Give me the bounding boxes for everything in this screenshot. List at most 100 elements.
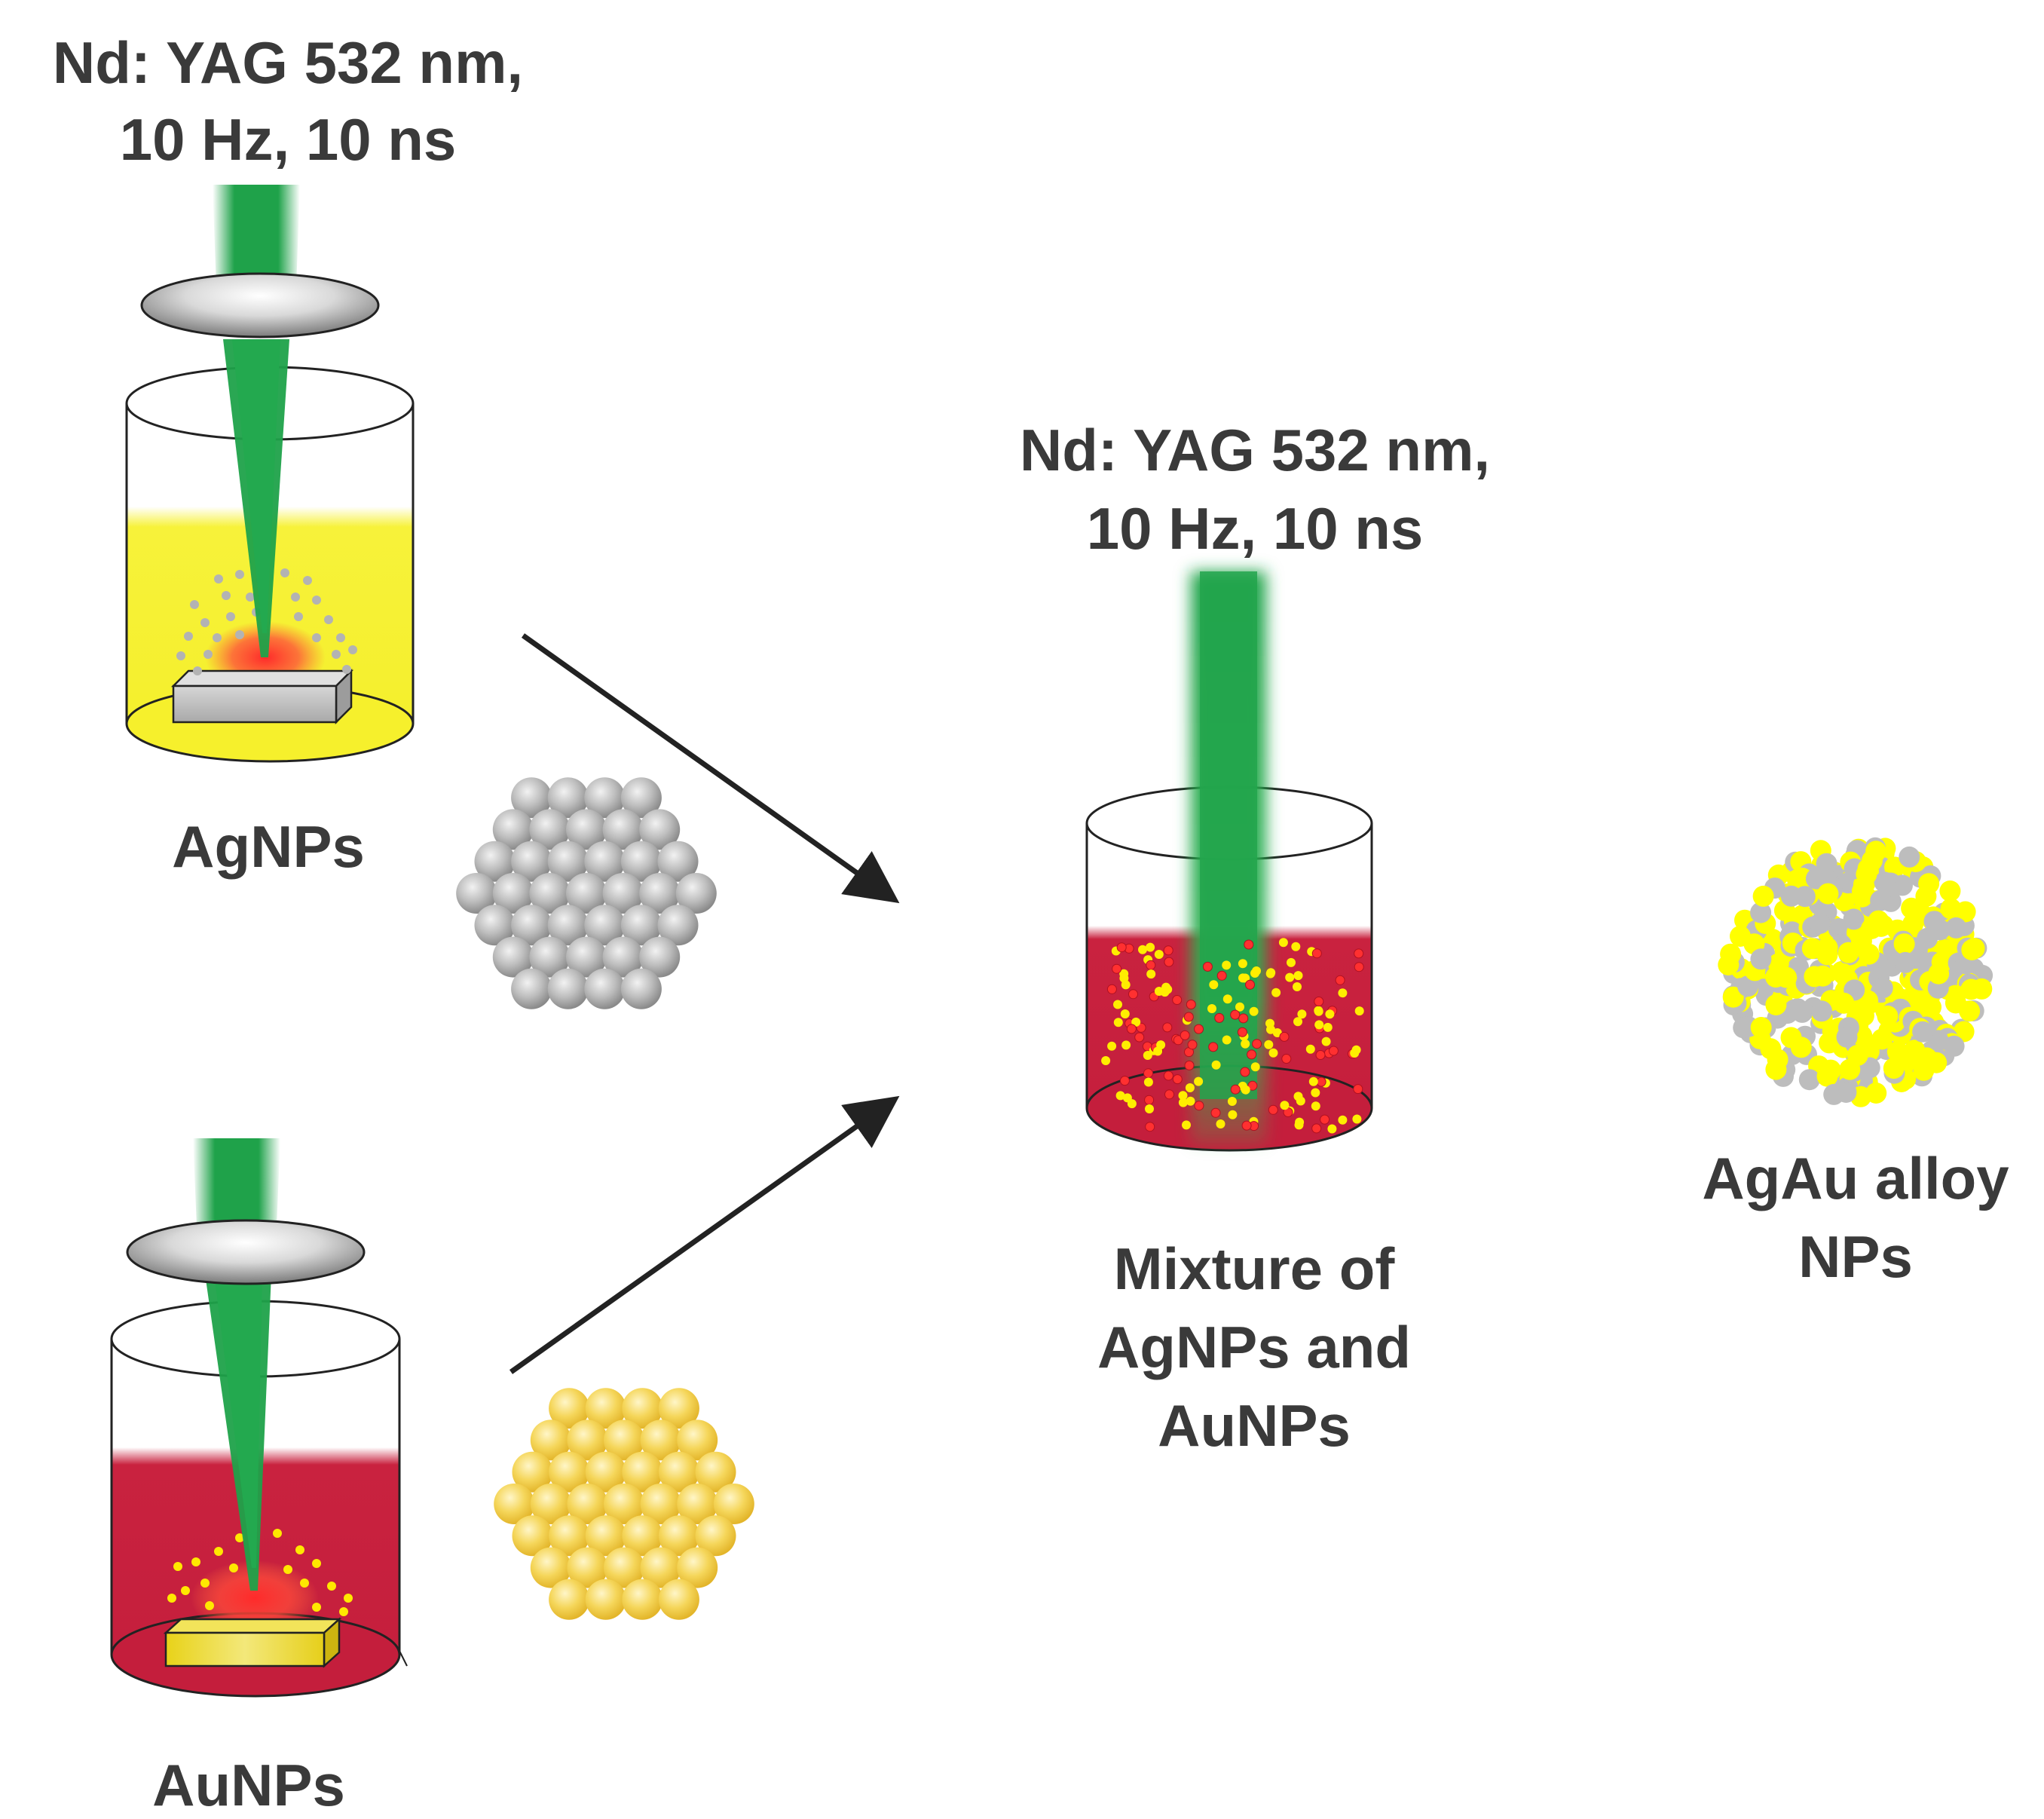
- mixture-au-particle: [1249, 1006, 1259, 1016]
- alloy-silver-atom: [1750, 902, 1772, 923]
- mixture-au-particle: [1327, 1124, 1337, 1134]
- silver-nanoparticle: [584, 905, 626, 946]
- silver-nanoparticle: [566, 873, 607, 914]
- mixture-au-particle: [1305, 1044, 1315, 1054]
- silver-nanoparticle: [492, 873, 534, 914]
- gold-nanoparticle: [585, 1451, 626, 1493]
- mixture-ag-particle: [1164, 957, 1174, 967]
- alloy-silver-atom: [1927, 1030, 1949, 1052]
- alloy-silver-atom: [1816, 853, 1837, 874]
- mixture-ag-particle: [1230, 1009, 1241, 1020]
- laser-beam-2: [193, 1138, 280, 1591]
- silver-nanoparticle: [547, 968, 589, 1009]
- mixture-au-particle: [1280, 1101, 1290, 1110]
- gold-nanoparticle: [622, 1388, 663, 1429]
- gold-nanoparticle: [713, 1484, 754, 1524]
- mixture-ag-particle: [1144, 1095, 1155, 1105]
- gold-nanoparticle: [567, 1484, 608, 1524]
- mixture-au-particle: [1143, 1077, 1153, 1087]
- alloy-silver-atom: [1874, 871, 1896, 893]
- mixture-au-particle: [1194, 1076, 1204, 1086]
- mixture-au-particle: [1153, 1046, 1163, 1056]
- silver-nanoparticle: [547, 777, 589, 819]
- alloy-gold-atom: [1780, 1027, 1802, 1049]
- mixture-ag-particle: [1128, 989, 1138, 1000]
- mixture-au-particle: [1311, 1101, 1320, 1111]
- gold-nanoparticle: [549, 1451, 590, 1493]
- mixture-ag-particle: [1281, 1054, 1292, 1064]
- mixture-ag-particle: [1237, 1027, 1247, 1037]
- mixture-au-particle: [1241, 1039, 1250, 1049]
- mixture-ag-particle: [1183, 1012, 1194, 1022]
- silver-nanoparticle: [657, 841, 699, 882]
- gold-nanoparticle: [658, 1579, 699, 1620]
- mixture-au-particle: [1351, 1045, 1361, 1055]
- alloy-gold-atom: [1856, 1034, 1878, 1056]
- gold-nanoparticle: [530, 1484, 571, 1524]
- mixture-au-particle: [1325, 1009, 1335, 1019]
- gold-nanoparticle: [658, 1388, 699, 1429]
- alloy-silver-atom: [1798, 1069, 1820, 1091]
- silver-nanoparticle: [492, 936, 534, 978]
- mixture-ag-particle: [1328, 1046, 1339, 1056]
- mixture-au-particle: [1278, 938, 1288, 948]
- mixture-au-particle: [1146, 969, 1156, 979]
- mixture-ag-particle: [1126, 1024, 1137, 1034]
- alloy-silver-atom: [1733, 1017, 1755, 1039]
- mixture-ag-particle: [1184, 1060, 1195, 1070]
- mixture-ag-particle: [1268, 1104, 1278, 1115]
- mixture-au-particle: [1287, 957, 1296, 967]
- alloy-silver-atom: [1917, 927, 1938, 949]
- mixture-ag-particle: [1180, 1030, 1190, 1040]
- alloy-gold-atom: [1857, 858, 1879, 880]
- mixture-au-particle: [1222, 1035, 1232, 1045]
- silver-nanoparticle: [474, 841, 516, 882]
- mixture-au-particle: [1271, 988, 1281, 997]
- alloy-silver-atom: [1892, 874, 1913, 896]
- alloy-gold-atom: [1752, 885, 1774, 907]
- gold-nanoparticle: [567, 1547, 608, 1588]
- alloy-gold-atom: [1817, 883, 1839, 905]
- silver-nanoparticle: [529, 936, 571, 978]
- alloy-silver-atom: [1823, 1083, 1845, 1105]
- mixture-ag-particle: [1241, 1120, 1252, 1131]
- alloy-gold-atom: [1861, 918, 1882, 939]
- alloy-silver-atom: [1794, 886, 1816, 908]
- mixture-au-particle: [1160, 988, 1170, 997]
- alloy-gold-atom: [1750, 1017, 1772, 1038]
- gold-nanoparticle: [622, 1515, 663, 1557]
- alloy-gold-atom: [1886, 1041, 1908, 1062]
- gold-nanoparticle: [622, 1579, 663, 1620]
- alloy-gold-atom: [1928, 963, 1950, 985]
- alloy-gold-atom: [1833, 992, 1855, 1014]
- silver-nanoparticle: [547, 905, 589, 946]
- alloy-gold-atom: [1765, 1058, 1787, 1080]
- mixture-ag-particle: [1214, 1012, 1225, 1023]
- alloy-gold-atom: [1971, 978, 1993, 1000]
- silver-nanoparticle: [639, 936, 681, 978]
- mixture-au-particle: [1101, 1056, 1111, 1065]
- silver-nanoparticle: [639, 809, 681, 850]
- alloy-gold-atom: [1819, 1059, 1841, 1081]
- alloy-silver-atom: [1811, 1000, 1832, 1022]
- mixture-au-particle: [1138, 945, 1147, 954]
- alloy-label-line2: NPs: [1798, 1223, 1913, 1290]
- gold-target: [163, 1617, 342, 1668]
- laser-label-2-line1: Nd: YAG 532 nm,: [1020, 417, 1490, 483]
- gold-nanoparticle: [695, 1515, 736, 1557]
- gold-nanoparticle: [585, 1515, 626, 1557]
- mixture-au-particle: [1228, 1110, 1238, 1119]
- mixture-au-particle: [1131, 1017, 1141, 1027]
- mixture-ag-particle: [1320, 1114, 1330, 1125]
- mixture-au-particle: [1294, 1120, 1304, 1130]
- gold-nanoparticle: [567, 1419, 608, 1461]
- mixture-au-particle: [1186, 1096, 1195, 1106]
- gold-nanoparticle: [677, 1419, 718, 1461]
- mixture-au-particle: [1211, 1060, 1221, 1070]
- mixture-au-particle: [1238, 973, 1247, 983]
- alloy-gold-atom: [1959, 1000, 1981, 1022]
- alloy-gold-atom: [1765, 966, 1787, 988]
- mixture-ag-particle: [1119, 1076, 1130, 1086]
- mixture-ag-particle: [1112, 963, 1122, 974]
- mixture-au-particle: [1314, 1020, 1324, 1030]
